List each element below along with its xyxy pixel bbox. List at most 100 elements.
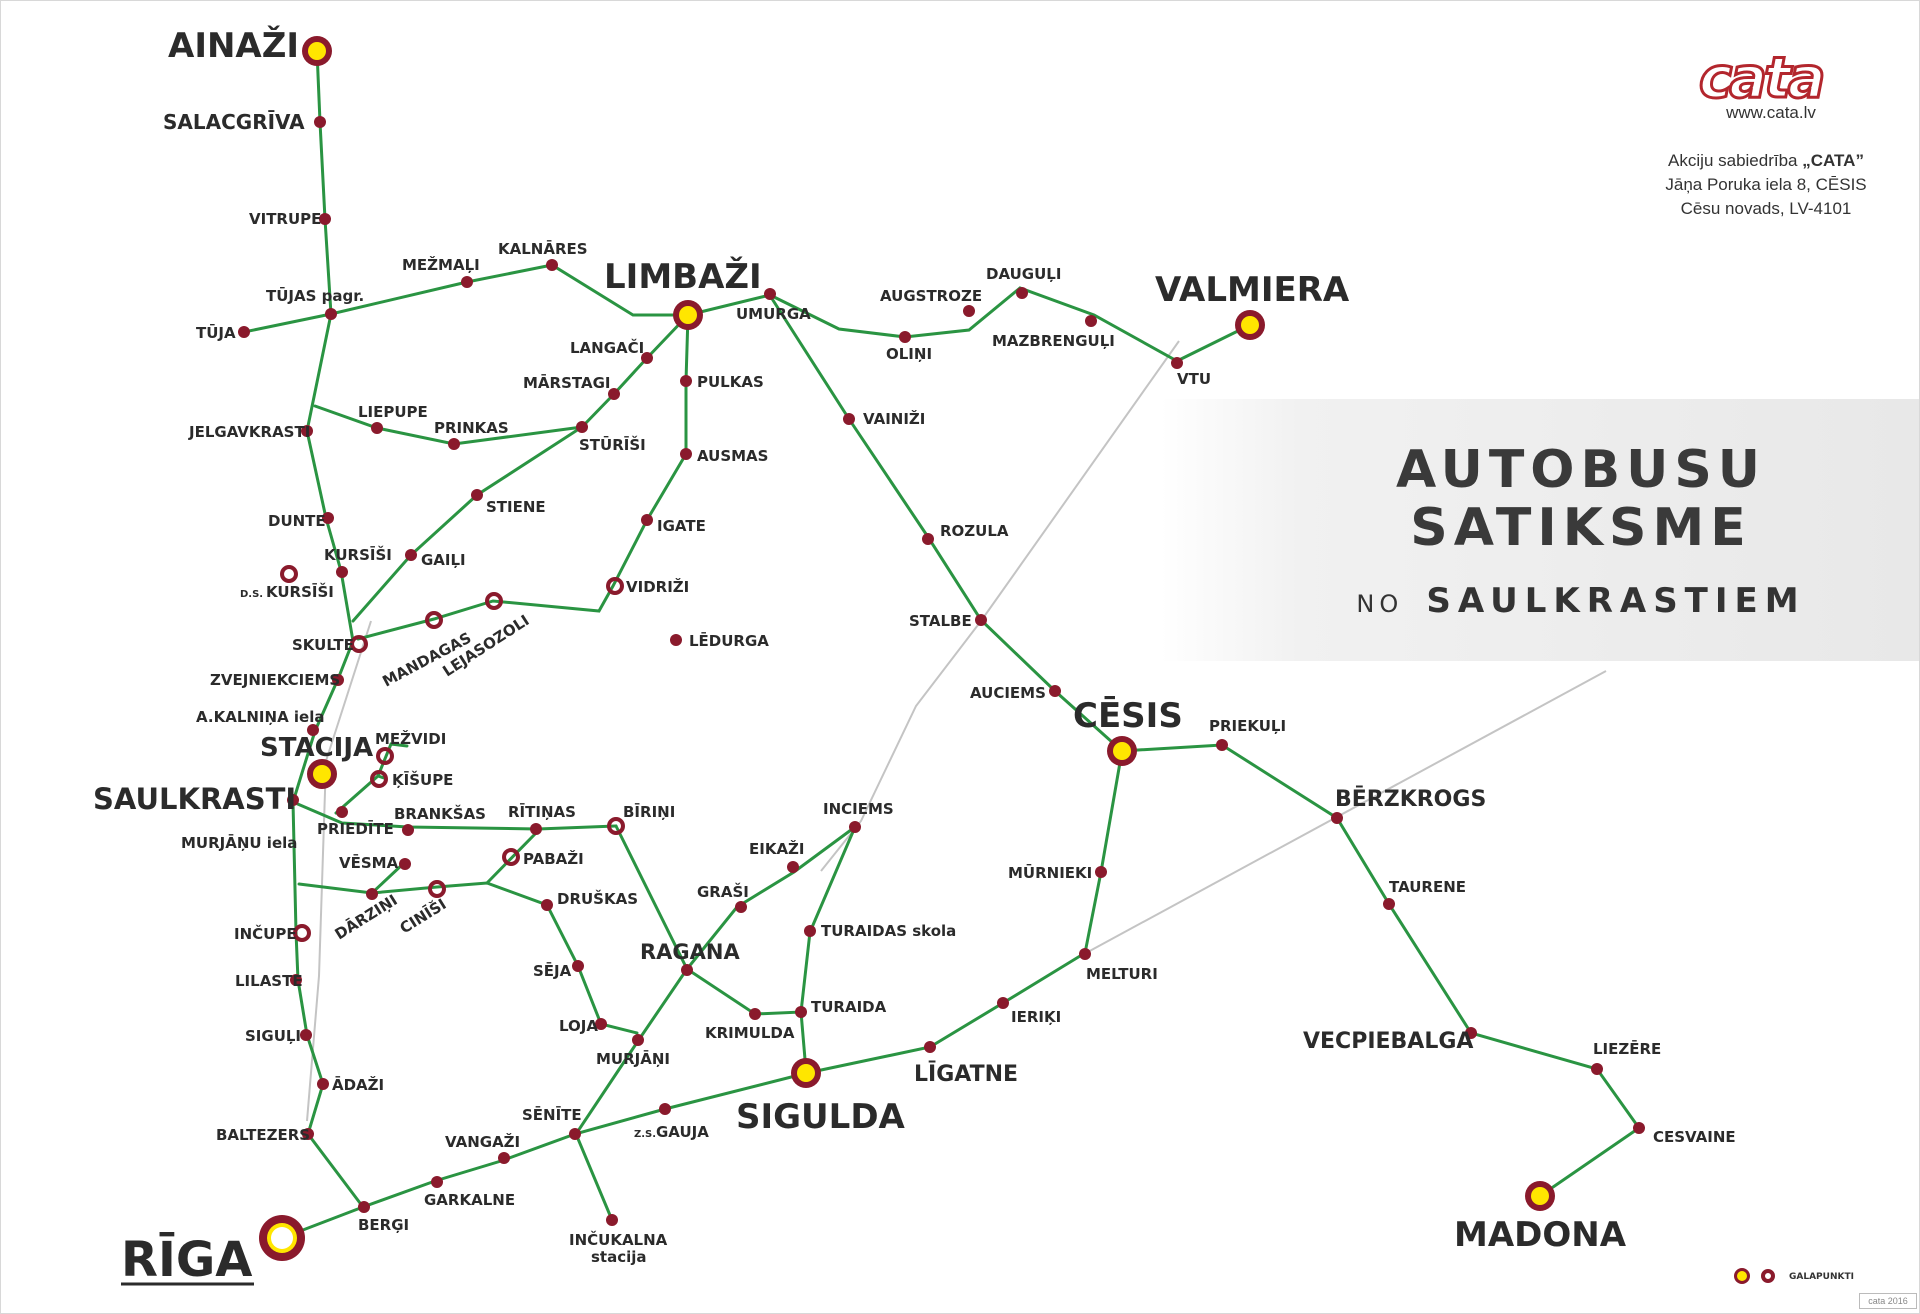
terminal-ds-kursisi[interactable] xyxy=(280,565,298,583)
label-zs-gauja: GAUJA xyxy=(656,1123,709,1141)
stop-liezere[interactable] xyxy=(1591,1063,1603,1075)
stop-pulkas[interactable] xyxy=(680,375,692,387)
terminal-limbazi[interactable] xyxy=(673,300,703,330)
stop-dunte[interactable] xyxy=(322,512,334,524)
stop-rozula[interactable] xyxy=(922,533,934,545)
terminal-cinisi[interactable] xyxy=(428,880,446,898)
stop-krimulda[interactable] xyxy=(749,1008,761,1020)
subtitle-prefix: NO xyxy=(1356,590,1404,618)
stop-sigulji[interactable] xyxy=(300,1029,312,1041)
stop-garkalne[interactable] xyxy=(431,1176,443,1188)
stop-vtu[interactable] xyxy=(1171,357,1183,369)
label-salacgriva: SALACGRĪVA xyxy=(163,110,305,134)
terminal-valmiera[interactable] xyxy=(1235,310,1265,340)
label-cesvaine: CESVAINE xyxy=(1653,1128,1736,1146)
terminal-mandagas[interactable] xyxy=(425,611,443,629)
terminal-ainazi[interactable] xyxy=(302,36,332,66)
company-address: Akciju sabiedrība „CATA” Jāņa Poruka iel… xyxy=(1601,149,1919,221)
stop-incukalna-stacija[interactable] xyxy=(606,1214,618,1226)
stop-taurene[interactable] xyxy=(1383,898,1395,910)
label-ledurga: LĒDURGA xyxy=(689,630,769,650)
stop-daugulj[interactable] xyxy=(1016,287,1028,299)
stop-stalbe[interactable] xyxy=(975,614,987,626)
stop-saulkrasti[interactable] xyxy=(287,794,299,806)
terminal-cesis[interactable] xyxy=(1107,736,1137,766)
terminal-vidrizi[interactable] xyxy=(606,577,624,595)
terminal-sigulda[interactable] xyxy=(791,1058,821,1088)
website-link[interactable]: www.cata.lv xyxy=(1726,103,1816,122)
stop-tuja[interactable] xyxy=(238,326,250,338)
stop-priedite[interactable] xyxy=(336,806,348,818)
stop-melturi[interactable] xyxy=(1079,948,1091,960)
stop-inciems[interactable] xyxy=(849,821,861,833)
terminal-pabazi[interactable] xyxy=(502,848,520,866)
stop-sturisi[interactable] xyxy=(576,421,588,433)
stop-mezmali[interactable] xyxy=(461,276,473,288)
stop-augstroze[interactable] xyxy=(963,305,975,317)
stop-ieriki[interactable] xyxy=(997,997,1009,1009)
stop-zs-gauja[interactable] xyxy=(659,1103,671,1115)
label-mezvidi: MEŽVIDI xyxy=(375,729,446,748)
stop-lilaste[interactable] xyxy=(290,974,302,986)
stop-gailji[interactable] xyxy=(405,549,417,561)
stop-prinkas[interactable] xyxy=(448,438,460,450)
terminal-lejasozoli[interactable] xyxy=(485,592,503,610)
label-loja: LOJA xyxy=(559,1017,598,1035)
stop-loja[interactable] xyxy=(595,1018,607,1030)
stop-senite[interactable] xyxy=(569,1128,581,1140)
label-baltezers: BALTEZERS xyxy=(216,1126,310,1144)
stop-vecpiebalga[interactable] xyxy=(1465,1027,1477,1039)
stop-murjani[interactable] xyxy=(632,1034,644,1046)
stop-seja[interactable] xyxy=(572,960,584,972)
stop-umurga[interactable] xyxy=(764,288,776,300)
stop-tujas-pagr[interactable] xyxy=(325,308,337,320)
terminal-riga[interactable] xyxy=(259,1215,305,1261)
stop-mazbrenguli[interactable] xyxy=(1085,315,1097,327)
stop-ligatne[interactable] xyxy=(924,1041,936,1053)
stop-priekuli[interactable] xyxy=(1216,739,1228,751)
stop-kursisi[interactable] xyxy=(336,566,348,578)
stop-langaci[interactable] xyxy=(641,352,653,364)
label-mazbrenguli: MAZBRENGUĻI xyxy=(992,332,1115,350)
stop-bergi[interactable] xyxy=(358,1201,370,1213)
stop-salacgriva[interactable] xyxy=(314,116,326,128)
stop-jelgavkrasti[interactable] xyxy=(301,425,313,437)
stop-cesvaine[interactable] xyxy=(1633,1122,1645,1134)
stop-eikazi[interactable] xyxy=(787,861,799,873)
terminal-madona[interactable] xyxy=(1525,1181,1555,1211)
stop-vitrupe[interactable] xyxy=(319,213,331,225)
stop-murnieki[interactable] xyxy=(1095,866,1107,878)
stop-adazi[interactable] xyxy=(317,1078,329,1090)
stop-grasi[interactable] xyxy=(735,901,747,913)
stop-ritinas[interactable] xyxy=(530,823,542,835)
stop-vesma[interactable] xyxy=(399,858,411,870)
stop-ausmas[interactable] xyxy=(680,448,692,460)
terminal-mezvidi[interactable] xyxy=(376,747,394,765)
terminal-stacija[interactable] xyxy=(307,759,337,789)
stop-turaidas-skola[interactable] xyxy=(804,925,816,937)
terminal-incupe[interactable] xyxy=(293,924,311,942)
stop-zvejniekciems[interactable] xyxy=(332,674,344,686)
stop-olini[interactable] xyxy=(899,331,911,343)
stop-a-kalnina-iela[interactable] xyxy=(307,724,319,736)
stop-darzini[interactable] xyxy=(366,888,378,900)
terminal-skulte[interactable] xyxy=(350,635,368,653)
stop-ledurga[interactable] xyxy=(670,634,682,646)
stop-igate[interactable] xyxy=(641,514,653,526)
stop-ragana[interactable] xyxy=(681,964,693,976)
stop-turaida[interactable] xyxy=(795,1006,807,1018)
terminal-birini[interactable] xyxy=(607,817,625,835)
stop-stiene[interactable] xyxy=(471,489,483,501)
stop-baltezers[interactable] xyxy=(302,1128,314,1140)
stop-auciems[interactable] xyxy=(1049,685,1061,697)
stop-liepupe[interactable] xyxy=(371,422,383,434)
stop-kalnares[interactable] xyxy=(546,259,558,271)
stop-druskas[interactable] xyxy=(541,899,553,911)
stop-marstagi[interactable] xyxy=(608,388,620,400)
stop-vangazi[interactable] xyxy=(498,1152,510,1164)
stop-berzkrogs[interactable] xyxy=(1331,812,1343,824)
terminal-kisupe[interactable] xyxy=(370,770,388,788)
stop-brankas[interactable] xyxy=(402,824,414,836)
stop-vainizi[interactable] xyxy=(843,413,855,425)
